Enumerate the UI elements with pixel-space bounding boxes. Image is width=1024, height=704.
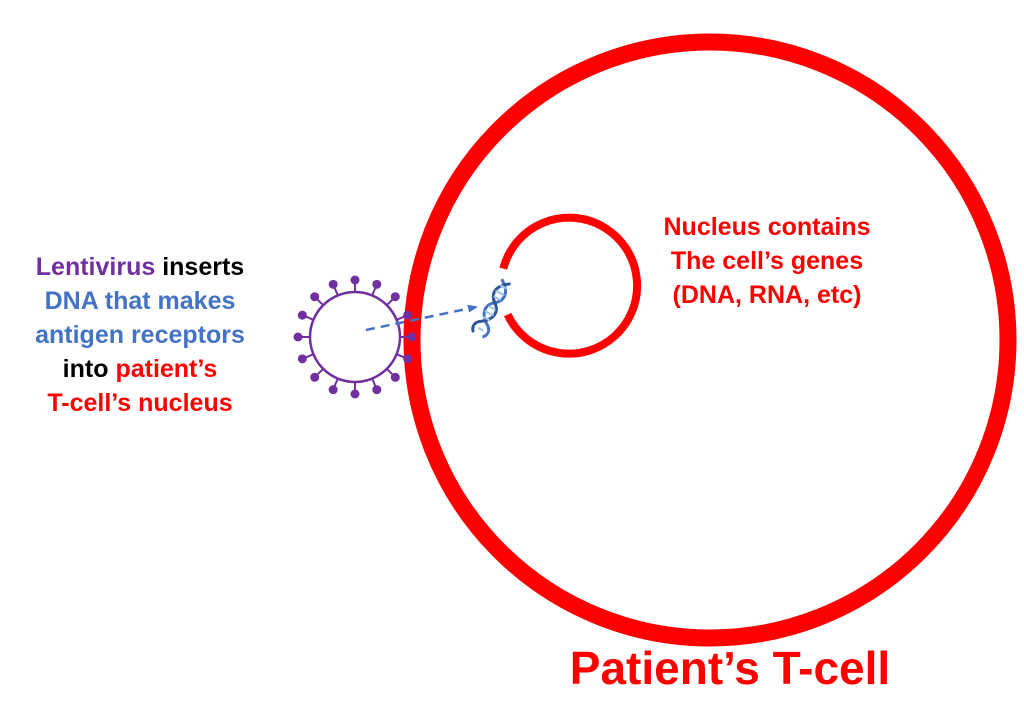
into-label: into	[62, 355, 116, 383]
virus-spike-tip	[328, 385, 338, 395]
virus-spike-tip	[297, 310, 307, 320]
virus-spike-tip	[403, 354, 413, 364]
virus-spike-tip	[372, 385, 382, 395]
caption-line-5: T-cell’s nucleus	[47, 389, 233, 417]
patients-label: patient’s	[115, 355, 218, 383]
inserts-label: inserts	[155, 253, 245, 281]
caption-line-1: Lentivirus inserts	[4, 250, 276, 284]
virus-spike-tip	[403, 310, 413, 320]
virus-spike-tip	[310, 292, 320, 302]
dashed-arrow-icon	[365, 304, 478, 332]
nucleus-caption-line-3: (DNA, RNA, etc)	[672, 281, 862, 309]
caption-line-2: DNA that makes	[44, 287, 236, 315]
virus-spike-tip	[372, 279, 382, 289]
virus-spike-tip	[407, 332, 417, 342]
caption-line-3: antigen receptors	[35, 321, 245, 349]
lentivirus-label: Lentivirus	[35, 253, 156, 281]
t-cell-title: Patient’s T-cell	[569, 642, 891, 694]
nucleus-caption: Nucleus contains The cell’s genes (DNA, …	[632, 210, 902, 312]
virus-spike-tip	[350, 389, 360, 399]
dna-helix-icon	[471, 278, 511, 339]
nucleus-caption-line-1: Nucleus contains	[663, 213, 871, 241]
virus-spike-tip	[350, 275, 360, 285]
virus-spike-tip	[390, 292, 400, 302]
lentivirus-caption: Lentivirus inserts DNA that makes antige…	[4, 250, 276, 420]
virus-spike-tip	[328, 279, 338, 289]
virus-spike-tip	[310, 372, 320, 382]
virus-spike-tip	[297, 354, 307, 364]
virus-spike-tip	[390, 372, 400, 382]
nucleus-membrane	[499, 213, 642, 358]
t-cell-membrane	[403, 33, 1017, 647]
virus-spike-tip	[293, 332, 303, 342]
lentivirus-icon	[293, 275, 417, 399]
nucleus-caption-line-2: The cell’s genes	[670, 247, 864, 275]
caption-line-4: into patient’s	[4, 352, 276, 386]
